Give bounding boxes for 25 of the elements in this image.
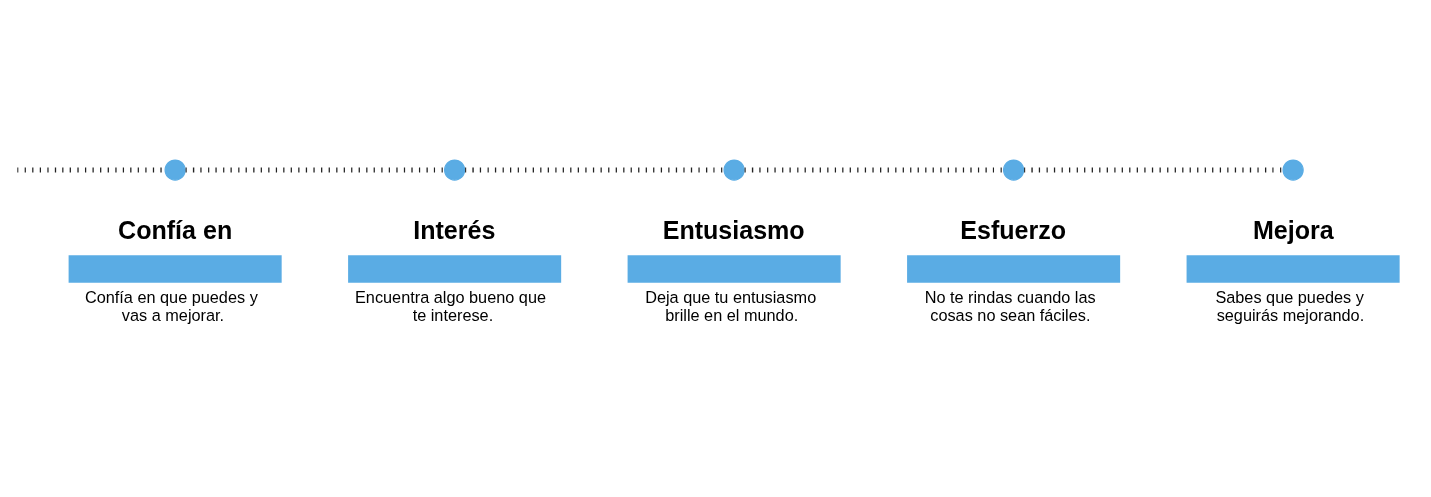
node-box — [68, 254, 282, 283]
node-circle — [1282, 158, 1304, 181]
node-label: Encuentra algo bueno que te interese. — [354, 287, 547, 324]
node-circle — [723, 158, 745, 181]
node-label: Sabes que puedes y seguirás mejorando. — [1215, 287, 1365, 324]
node-label: Interés — [413, 215, 496, 244]
node-box — [627, 254, 841, 283]
node-circle — [443, 158, 466, 181]
node-label: Mejora — [1253, 215, 1334, 244]
node-circle — [164, 158, 186, 181]
connector — [185, 167, 445, 173]
connector — [1024, 167, 1283, 173]
node-box — [907, 254, 1121, 283]
node-label: Entusiasmo — [662, 215, 805, 244]
node-box — [348, 254, 562, 283]
node-label: Confía en que puedes y vas a mejorar. — [84, 287, 258, 324]
node-label: No te rindas cuando las cosas no sean fáciles. — [924, 287, 1096, 324]
node-box — [1186, 254, 1400, 283]
node-label: Deja que tu entusiasmo brille en el mundo. — [645, 287, 817, 324]
node-label: Confía en — [118, 215, 233, 244]
connector — [465, 167, 724, 173]
node-label: Esfuerzo — [960, 215, 1067, 244]
node-circle — [1002, 158, 1025, 181]
connector — [17, 167, 165, 173]
connector — [744, 167, 1004, 173]
